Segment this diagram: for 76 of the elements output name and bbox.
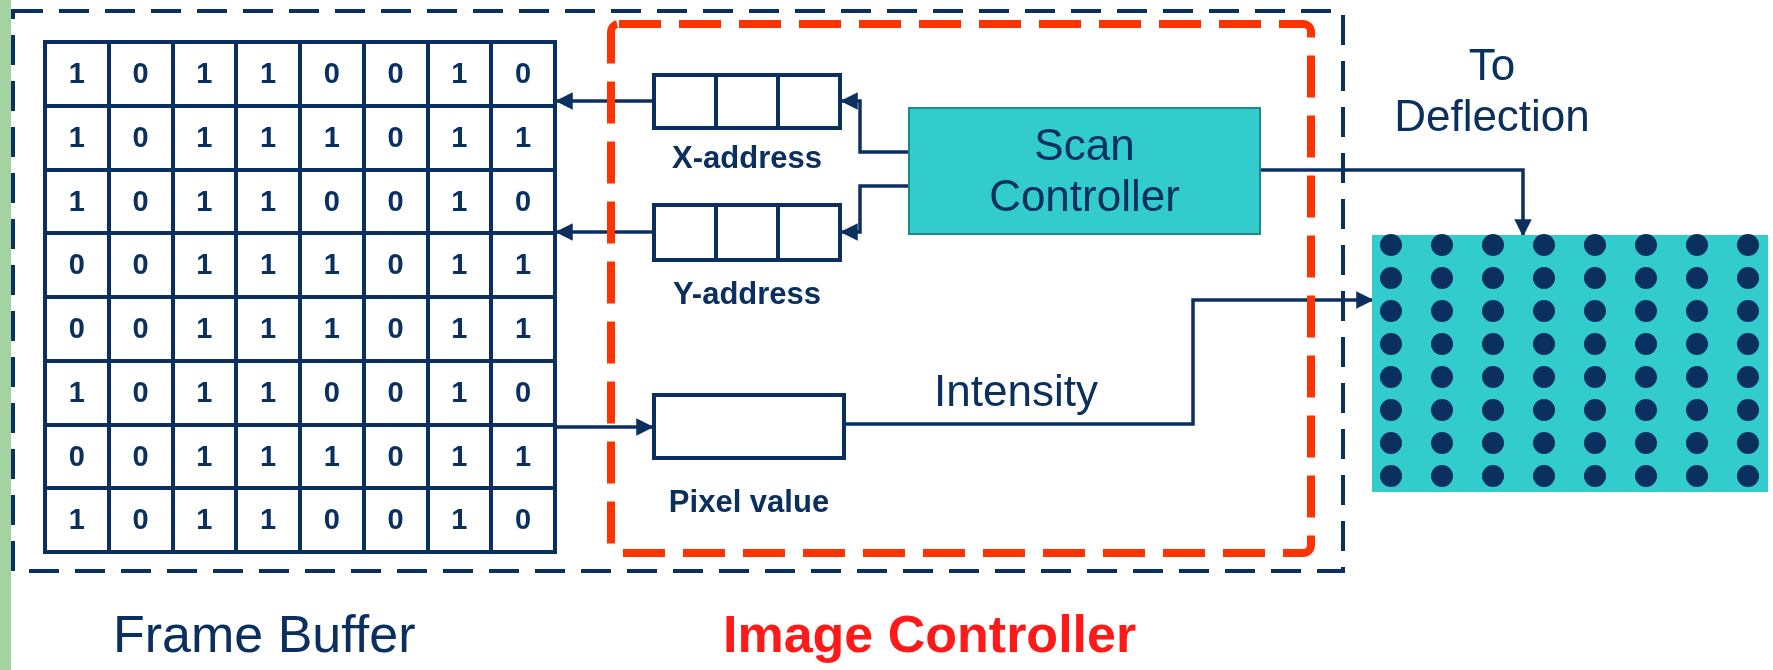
bit-value: 1: [429, 235, 490, 295]
bit-value: 0: [365, 299, 426, 359]
process-label: Scan Controller: [988, 120, 1181, 222]
bit-value: 0: [493, 490, 553, 550]
bit-value: 1: [238, 426, 298, 487]
bit-value: 1: [174, 362, 235, 423]
bit-value: 1: [302, 107, 362, 168]
bit-value: 1: [429, 44, 490, 104]
bit-value: 0: [365, 426, 426, 487]
arrow: [1261, 168, 1532, 237]
node-title: X-address: [671, 139, 823, 177]
arrow: [557, 418, 654, 436]
bit-value: 1: [238, 171, 298, 232]
bit-value: 1: [429, 426, 490, 487]
bit-value: 0: [110, 44, 171, 104]
bit-value: 0: [302, 490, 362, 550]
bit-value: 0: [47, 235, 107, 295]
bit-value: 1: [238, 44, 298, 104]
bit-value: 1: [429, 490, 490, 550]
bit-value: 1: [493, 107, 553, 168]
bit-value: 1: [302, 426, 362, 487]
bit-value: 1: [238, 235, 298, 295]
bit-value: 0: [365, 490, 426, 550]
bit-value: 1: [493, 299, 553, 359]
bit-value: 1: [238, 490, 298, 550]
bit-value: 0: [110, 171, 171, 232]
bit-value: 1: [174, 426, 235, 487]
bit-value: 1: [174, 490, 235, 550]
bit-value: 1: [238, 299, 298, 359]
bit-value: 0: [365, 44, 426, 104]
bit-value: 1: [47, 490, 107, 550]
bit-value: 0: [302, 44, 362, 104]
bit-value: 0: [110, 362, 171, 423]
bit-value: 1: [47, 362, 107, 423]
node-title: Image Controller: [723, 604, 1137, 665]
bit-value: 0: [365, 171, 426, 232]
bit-value: 0: [47, 299, 107, 359]
bit-value: 0: [110, 107, 171, 168]
bit-value: 0: [110, 490, 171, 550]
bit-value: 0: [110, 235, 171, 295]
bit-value: 0: [47, 426, 107, 487]
bit-value: 1: [174, 171, 235, 232]
bit-value: 0: [493, 362, 553, 423]
node-title: Frame Buffer: [113, 604, 416, 665]
bit-value: 1: [174, 299, 235, 359]
edge-label: To Deflection: [1393, 40, 1591, 142]
bit-value: 0: [365, 107, 426, 168]
bit-value: 1: [174, 235, 235, 295]
edge-label: Intensity: [933, 366, 1099, 417]
process-box: [908, 107, 1261, 235]
node-title: Y-address: [671, 275, 823, 313]
bit-value: 1: [47, 107, 107, 168]
arrow: [846, 291, 1374, 426]
bit-value: 0: [365, 235, 426, 295]
bit-value: 1: [302, 299, 362, 359]
bit-value: 0: [110, 426, 171, 487]
bit-value: 1: [174, 107, 235, 168]
bit-value: 1: [302, 235, 362, 295]
bit-value: 0: [110, 299, 171, 359]
bit-value: 1: [429, 299, 490, 359]
bit-value: 0: [365, 362, 426, 423]
bit-value: 0: [493, 44, 553, 104]
bit-value: 1: [47, 171, 107, 232]
bit-value: 0: [302, 362, 362, 423]
node-title: Pixel value: [667, 483, 831, 521]
bit-value: 1: [47, 44, 107, 104]
bit-value: 1: [238, 362, 298, 423]
bit-value: 1: [238, 107, 298, 168]
bit-value: 1: [429, 171, 490, 232]
bit-value: 1: [174, 44, 235, 104]
bit-value: 0: [302, 171, 362, 232]
bit-value: 1: [493, 235, 553, 295]
bit-value: 1: [429, 107, 490, 168]
bit-value: 1: [429, 362, 490, 423]
bit-value: 1: [493, 426, 553, 487]
bit-value: 0: [493, 171, 553, 232]
